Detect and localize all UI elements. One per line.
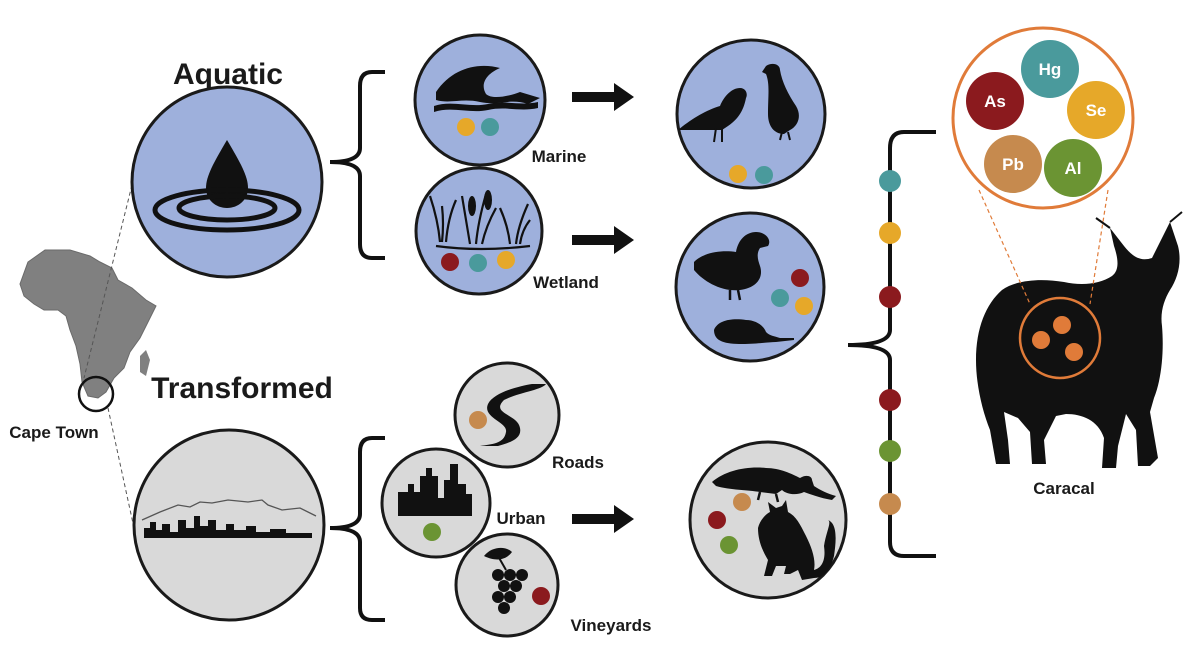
reeds-icon [428, 193, 531, 251]
birds-hg-dot [755, 166, 773, 184]
al-bubble [1044, 139, 1102, 197]
wetland-label: Wetland [533, 273, 599, 292]
arrow-marine [572, 83, 634, 111]
urban-prey-pb-dot [733, 493, 751, 511]
vineyards-as-dot [532, 587, 550, 605]
transformed-label: Transformed [151, 372, 333, 405]
urban-al-dot [423, 523, 441, 541]
marine-hg-dot [481, 118, 499, 136]
cape-town-locator [77, 375, 115, 413]
accumulation-bracket [847, 130, 936, 558]
duck-and-rodent-icon [694, 232, 794, 344]
arrow-urban [572, 505, 634, 533]
birds-se-dot [729, 165, 747, 183]
caracal-label: Caracal [1033, 479, 1094, 498]
zoom-connector-right [1089, 189, 1109, 305]
wetland-hg-dot [469, 254, 487, 272]
aquatic-connector [83, 184, 133, 379]
wetland-prey-hg-dot [771, 289, 789, 307]
wetland-prey-se-dot [795, 297, 813, 315]
wetland-prey-as-dot [791, 269, 809, 287]
marine-label: Marine [532, 147, 587, 166]
caracal-burden-dot [1053, 316, 1071, 334]
city-skyline-icon [141, 499, 317, 538]
africa-map-icon [19, 249, 157, 399]
road-icon [480, 384, 546, 446]
cattail-icon [484, 190, 492, 210]
chain-hg-dot [879, 170, 901, 192]
transformed-bracket [329, 436, 385, 622]
grapes-icon [484, 547, 528, 614]
marine-se-dot [457, 118, 475, 136]
buildings-icon [398, 464, 472, 516]
water-drop-icon [152, 140, 302, 233]
transformed-connector [107, 407, 135, 529]
al-label: Al [1065, 159, 1082, 178]
wetland-as-dot [441, 253, 459, 271]
arrow-wetland [572, 226, 634, 254]
roads-pb-dot [469, 411, 487, 429]
birds-prey-circle [675, 38, 827, 190]
wetland-se-dot [497, 251, 515, 269]
roads-label: Roads [552, 453, 604, 472]
caracal-burden-dot [1065, 343, 1083, 361]
chain-as-dot [879, 286, 901, 308]
hg-bubble [1021, 40, 1079, 98]
wave-icon [434, 65, 540, 112]
se-label: Se [1086, 101, 1107, 120]
vineyards-label: Vineyards [571, 616, 652, 635]
urban-prey-as-dot [708, 511, 726, 529]
chain-al-dot [879, 440, 901, 462]
genet-and-cat-icon [712, 467, 836, 580]
pb-bubble [984, 135, 1042, 193]
caracal-body-burden [1018, 296, 1102, 380]
seabird-icon [678, 63, 799, 143]
aquatic-bracket [329, 70, 385, 260]
chain-se-dot [879, 222, 901, 244]
cattail-icon [468, 196, 476, 216]
as-bubble [966, 72, 1024, 130]
hg-label: Hg [1039, 60, 1062, 79]
cape-town-label: Cape Town [9, 423, 98, 442]
pb-label: Pb [1002, 155, 1024, 174]
aquatic-label: Aquatic [173, 58, 283, 91]
as-label: As [984, 92, 1006, 111]
urban-label: Urban [496, 509, 545, 528]
se-bubble [1067, 81, 1125, 139]
chain-pb-dot [879, 493, 901, 515]
caracal-burden-dot [1032, 331, 1050, 349]
chain-as-dot [879, 389, 901, 411]
urban-prey-al-dot [720, 536, 738, 554]
